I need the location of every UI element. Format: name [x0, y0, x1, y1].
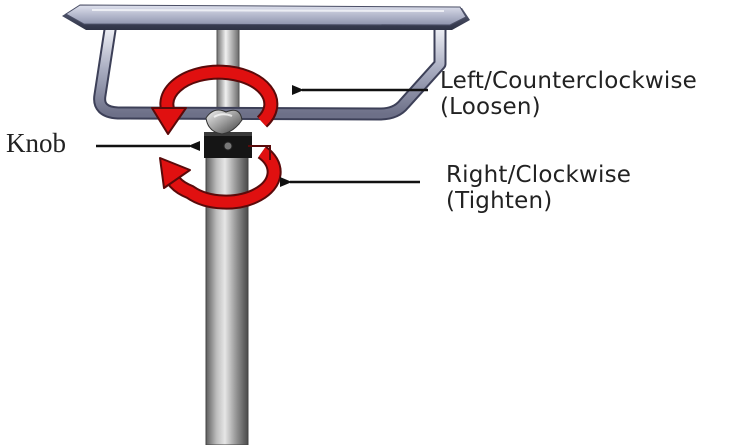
- knob-label: Knob: [6, 128, 66, 159]
- tighten-label-line2: (Tighten): [446, 188, 553, 215]
- loosen-label-line1: Left/Counterclockwise: [440, 68, 698, 94]
- loosen-label-line2: (Loosen): [440, 94, 541, 121]
- tighten-rotation-arrow-icon: [159, 145, 282, 210]
- loosen-label: Left/Counterclockwise (Loosen): [440, 68, 697, 121]
- pointer-arrows: [96, 85, 428, 187]
- tighten-label-line1: Right/Clockwise: [446, 162, 632, 188]
- tray: [62, 4, 470, 30]
- knob-label-text: Knob: [6, 128, 66, 158]
- tighten-label: Right/Clockwise (Tighten): [446, 162, 631, 215]
- loosen-rotation-arrow-icon: [151, 64, 279, 135]
- knob: [204, 109, 252, 158]
- tray-support-rail: [93, 19, 447, 121]
